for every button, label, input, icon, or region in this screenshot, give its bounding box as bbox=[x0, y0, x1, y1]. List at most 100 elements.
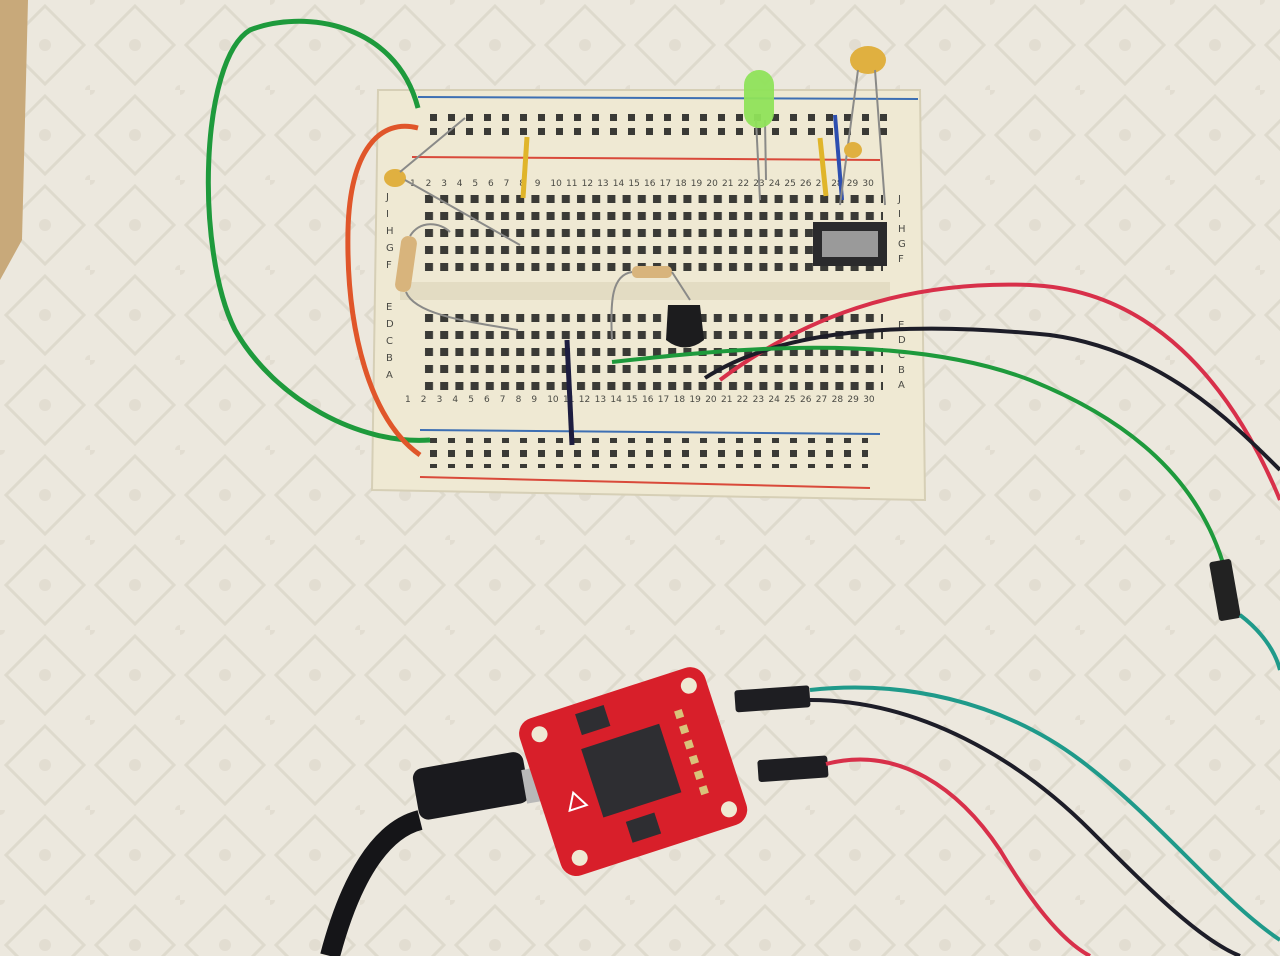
column-number-top: 20 bbox=[706, 179, 718, 189]
column-number-top: 22 bbox=[738, 179, 749, 189]
red-wire-bottom bbox=[825, 757, 1091, 956]
row-letter-left: I bbox=[386, 209, 389, 220]
column-number-bottom: 21 bbox=[721, 395, 732, 405]
teal-wire-bottom bbox=[809, 685, 1280, 942]
green-wire-left bbox=[205, 18, 431, 443]
column-number-top: 19 bbox=[691, 179, 703, 189]
row-letter-left: C bbox=[386, 336, 393, 347]
column-number-top: 26 bbox=[800, 179, 812, 189]
orange-wire-left bbox=[345, 123, 422, 458]
column-number-bottom: 16 bbox=[642, 395, 654, 405]
column-number-top: 27 bbox=[816, 179, 827, 189]
row-letter-left: J bbox=[385, 192, 389, 203]
row-letter-right: I bbox=[898, 209, 901, 220]
capacitor-top-leads bbox=[839, 69, 886, 206]
row-letter-right: H bbox=[898, 224, 906, 235]
column-number-top: 3 bbox=[441, 179, 447, 189]
resistor-left bbox=[395, 236, 417, 292]
column-number-bottom: 30 bbox=[863, 395, 875, 405]
row-letter-right: E bbox=[898, 320, 904, 331]
column-number-top: 2 bbox=[426, 179, 432, 189]
row-letter-right: J bbox=[897, 194, 901, 205]
black-jumper bbox=[564, 339, 575, 446]
column-number-top: 18 bbox=[675, 179, 687, 189]
column-number-bottom: 15 bbox=[626, 395, 637, 405]
column-number-bottom: 14 bbox=[610, 395, 622, 405]
dupont-plug-top bbox=[734, 685, 811, 713]
voltage-regulator bbox=[813, 222, 887, 266]
warning-triangle-icon bbox=[568, 790, 589, 813]
red-wire-right bbox=[718, 282, 1280, 501]
column-number-top: 14 bbox=[613, 179, 625, 189]
column-number-top: 10 bbox=[550, 179, 562, 189]
column-number-bottom: 12 bbox=[579, 395, 590, 405]
column-number-top: 21 bbox=[722, 179, 733, 189]
small-resistor-leads bbox=[610, 271, 691, 341]
column-number-bottom: 28 bbox=[832, 395, 844, 405]
column-number-bottom: 7 bbox=[500, 395, 506, 405]
column-number-top: 30 bbox=[862, 179, 874, 189]
column-number-bottom: 22 bbox=[737, 395, 748, 405]
ceramic-capacitor-left bbox=[384, 169, 406, 187]
column-number-top: 13 bbox=[597, 179, 608, 189]
red-pcb-module bbox=[519, 667, 748, 877]
column-number-top: 6 bbox=[488, 179, 494, 189]
resistor-left-leads bbox=[405, 223, 519, 331]
column-number-bottom: 3 bbox=[437, 395, 443, 405]
column-number-bottom: 23 bbox=[753, 395, 764, 405]
black-wire-bottom bbox=[809, 698, 1241, 956]
black-wire-right bbox=[703, 326, 1280, 472]
column-number-top: 11 bbox=[566, 179, 577, 189]
column-number-top: 12 bbox=[582, 179, 593, 189]
column-number-bottom: 1 bbox=[405, 395, 411, 405]
column-number-top: 25 bbox=[784, 179, 795, 189]
column-numbers-bottom: 1234567891011121314151617181920212223242… bbox=[405, 395, 875, 405]
column-number-top: 7 bbox=[504, 179, 510, 189]
row-letter-right: F bbox=[898, 254, 904, 265]
column-number-bottom: 10 bbox=[547, 395, 559, 405]
column-number-bottom: 17 bbox=[658, 395, 669, 405]
row-letter-right: D bbox=[898, 335, 906, 346]
row-letter-left: B bbox=[386, 353, 393, 364]
column-number-bottom: 18 bbox=[674, 395, 686, 405]
yellow-jumper-left bbox=[520, 136, 530, 199]
row-letter-left: D bbox=[386, 319, 394, 330]
main-chip bbox=[581, 723, 682, 818]
small-chip-bottom bbox=[625, 812, 662, 843]
dupont-connector bbox=[1209, 559, 1241, 621]
ceramic-capacitor-small bbox=[844, 142, 862, 158]
row-letter-right: G bbox=[898, 239, 906, 250]
column-number-bottom: 26 bbox=[800, 395, 812, 405]
column-number-bottom: 5 bbox=[468, 395, 474, 405]
column-number-bottom: 8 bbox=[516, 395, 522, 405]
column-number-bottom: 24 bbox=[768, 395, 780, 405]
breadboard: 1234567891011121314151617181920212223242… bbox=[370, 89, 927, 502]
column-number-bottom: 19 bbox=[689, 395, 701, 405]
blue-jumper bbox=[833, 114, 844, 201]
capacitor-leads-left bbox=[399, 117, 521, 246]
column-number-top: 28 bbox=[831, 179, 843, 189]
column-number-bottom: 27 bbox=[816, 395, 827, 405]
small-chip-top bbox=[575, 704, 611, 736]
row-letter-left: H bbox=[386, 226, 394, 237]
bottom-power-rail-holes bbox=[428, 438, 868, 468]
column-number-bottom: 4 bbox=[452, 395, 458, 405]
row-letter-left: E bbox=[386, 302, 392, 313]
column-number-top: 17 bbox=[660, 179, 671, 189]
row-letter-right: C bbox=[898, 350, 905, 361]
center-channel bbox=[400, 282, 890, 300]
row-letter-left: G bbox=[386, 243, 394, 254]
column-number-bottom: 13 bbox=[595, 395, 606, 405]
column-number-top: 5 bbox=[472, 179, 478, 189]
column-number-bottom: 25 bbox=[784, 395, 795, 405]
column-number-bottom: 2 bbox=[421, 395, 427, 405]
dupont-plug-bottom bbox=[757, 755, 829, 783]
row-letter-left: A bbox=[386, 370, 393, 381]
transistor bbox=[666, 305, 704, 348]
resistor-small bbox=[632, 266, 672, 278]
column-number-top: 24 bbox=[769, 179, 781, 189]
green-wire-right bbox=[611, 345, 1227, 571]
